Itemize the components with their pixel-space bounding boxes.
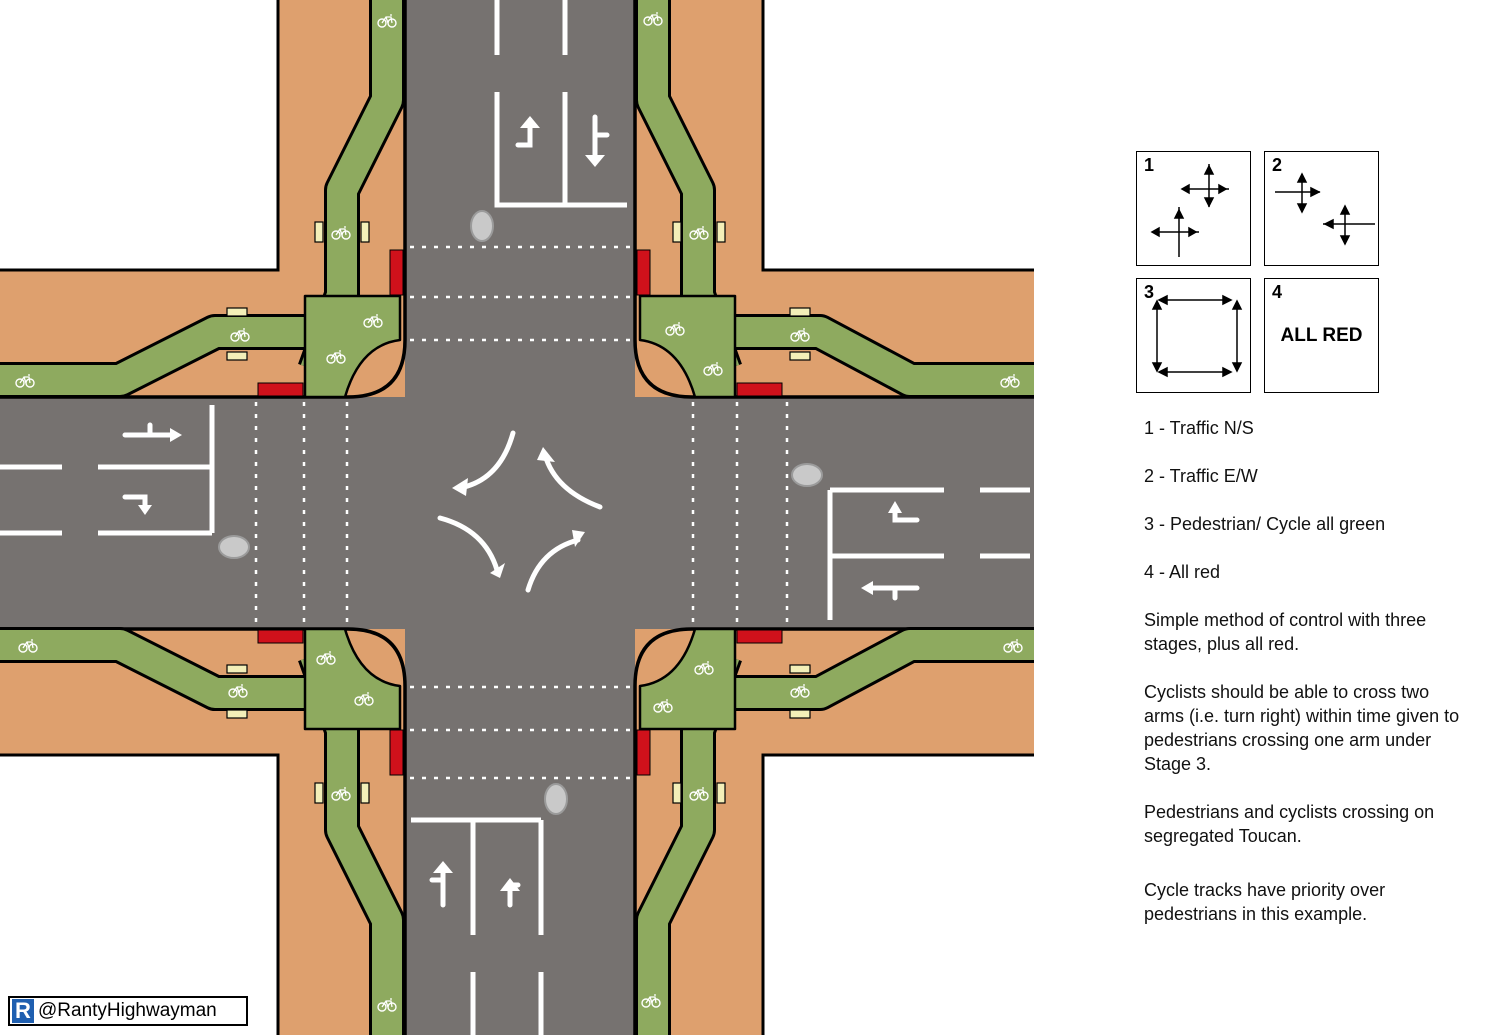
note-stage-1: 1 - Traffic N/S [1144, 418, 1254, 438]
stage-4-diagram: 4 ALL RED [1264, 278, 1379, 393]
carriageway [0, 0, 1034, 1035]
note-stage-2: 2 - Traffic E/W [1144, 466, 1258, 486]
lane-markings [0, 0, 1030, 1035]
author-logo-icon: R [12, 999, 34, 1023]
stage-number: 3 [1144, 282, 1155, 302]
stage-3-arrows-icon [1151, 294, 1243, 378]
legend-notes: 1 - Traffic N/S 2 - Traffic E/W 3 - Pede… [1144, 416, 1489, 926]
all-red-label: ALL RED [1280, 325, 1363, 346]
stage-2-diagram: 2 [1264, 151, 1379, 266]
red-surfaces [257, 249, 783, 776]
stage-number: 4 [1272, 282, 1283, 302]
author-credit: R @RantyHighwayman [8, 996, 248, 1026]
island-beacons [218, 210, 823, 815]
note-cycle-priority: Cycle tracks have priority over pedestri… [1144, 880, 1386, 924]
stage-1-diagram: 1 [1136, 151, 1251, 266]
stage-number: 2 [1272, 155, 1283, 175]
stage-2-arrows-icon [1275, 172, 1375, 246]
note-control-method: Simple method of control with three stag… [1144, 610, 1427, 654]
note-cyclists-crossing: Cyclists should be able to cross two arm… [1144, 682, 1460, 774]
junction-diagram [0, 0, 1034, 1035]
note-segregated-toucan: Pedestrians and cyclists crossing on seg… [1144, 802, 1435, 846]
stage-3-diagram: 3 [1136, 278, 1251, 393]
author-handle: @RantyHighwayman [38, 1000, 217, 1021]
arrowheads [138, 116, 902, 891]
note-stage-3: 3 - Pedestrian/ Cycle all green [1144, 514, 1386, 534]
lane-arrows [122, 114, 920, 908]
stage-1-arrows-icon [1150, 164, 1229, 257]
signal-heads [226, 221, 811, 804]
note-stage-4: 4 - All red [1144, 562, 1221, 582]
stage-number: 1 [1144, 155, 1155, 175]
cycle-tracks [0, 0, 1034, 1035]
toucan-crossing-markings [254, 245, 789, 780]
